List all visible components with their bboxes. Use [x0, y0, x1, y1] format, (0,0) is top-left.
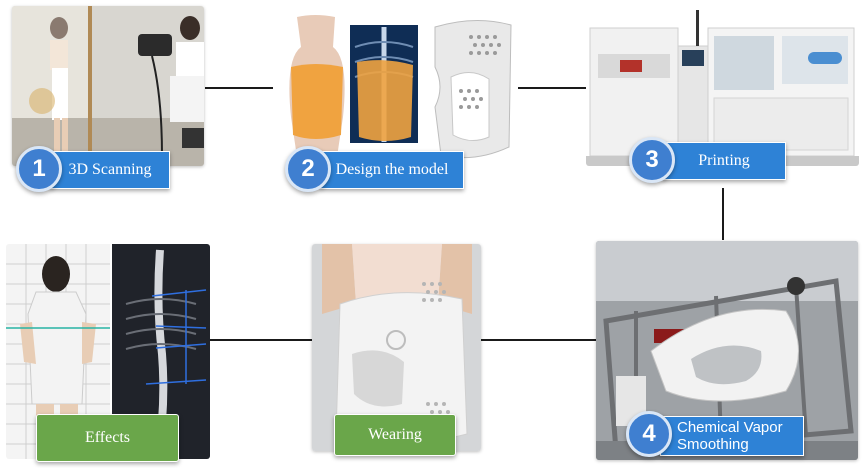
step-4-badge: 4 [626, 411, 672, 457]
wearing-label: Wearing [334, 414, 456, 456]
step-4-label-line2: Smoothing [677, 436, 749, 453]
step-2-label: Design the model [320, 151, 464, 189]
design-photo [275, 7, 517, 165]
connector-scan-design [205, 87, 273, 89]
connector-design-print [518, 87, 586, 89]
step-3-badge: 3 [629, 137, 675, 183]
step-2-badge: 2 [285, 146, 331, 192]
connector-print-smooth [722, 188, 724, 240]
scanning-photo [12, 6, 204, 166]
connector-smooth-wear [481, 339, 596, 341]
printer-photo [586, 6, 859, 166]
step-1-badge: 1 [16, 146, 62, 192]
effects-label: Effects [36, 414, 179, 462]
step-3-label: Printing [662, 142, 786, 180]
step-4-label-line1: Chemical Vapor [677, 419, 783, 436]
step-1-label: 3D Scanning [50, 151, 170, 189]
connector-wear-effects [210, 339, 312, 341]
step-4-label: Chemical Vapor Smoothing [660, 416, 804, 456]
